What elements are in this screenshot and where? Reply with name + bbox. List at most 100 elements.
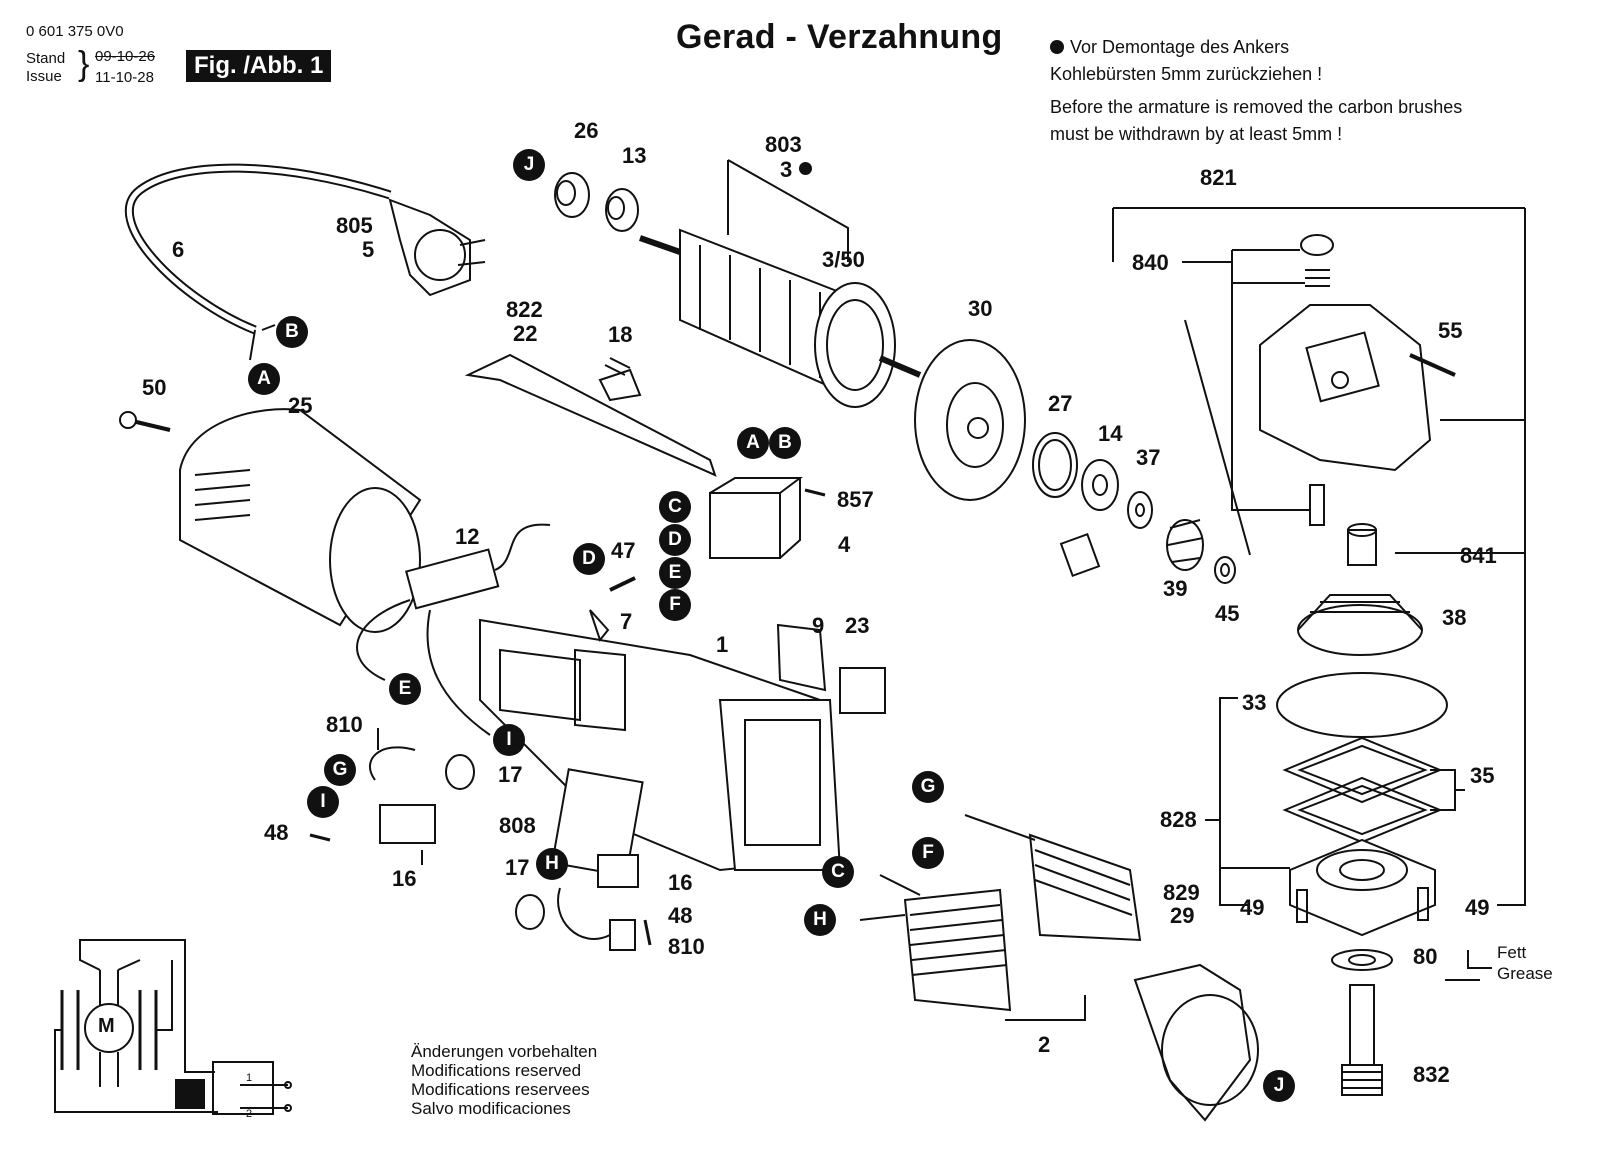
- bearing-drawing: [554, 172, 639, 232]
- part-label-26: 26: [574, 118, 599, 143]
- part-label-22: 22: [513, 321, 538, 346]
- part-label-25: 25: [288, 393, 313, 418]
- connector-marker-c-switch: C: [659, 491, 691, 523]
- connector-marker-i-brush: I: [307, 786, 339, 818]
- part-label-7: 7: [620, 609, 633, 634]
- issue-label: Issue: [26, 68, 62, 85]
- connector-marker-c-coil: C: [822, 856, 854, 888]
- part-label-857: 857: [837, 487, 874, 512]
- bearing-flange-drawing: [1289, 838, 1436, 971]
- part-label-48-right: 48: [668, 903, 693, 928]
- connector-marker-j-top: J: [513, 149, 545, 181]
- part-label-27: 27: [1048, 391, 1073, 416]
- part-label-47: 47: [611, 538, 636, 563]
- removal-notice: Vor Demontage des Ankers Kohlebürsten 5m…: [1050, 34, 1462, 148]
- part-label-822: 822: [506, 297, 543, 322]
- main-housing-drawing: [479, 618, 842, 872]
- connector-marker-g-brush: G: [324, 754, 356, 786]
- small-parts-drawing: [356, 353, 886, 878]
- part-label-37: 37: [1136, 445, 1161, 470]
- part-label-16-left: 16: [392, 866, 417, 891]
- issue-date: 11-10-28: [95, 69, 154, 86]
- part-label-1: 1: [716, 632, 729, 657]
- washers-drawing: [1032, 432, 1153, 578]
- part-label-840: 840: [1132, 250, 1169, 275]
- wiring-schematic-drawing: [54, 939, 292, 1115]
- gear-head-housing-drawing: [1259, 234, 1456, 526]
- part-label-18: 18: [608, 322, 633, 347]
- modifications-en: Modifications reserved: [411, 1061, 582, 1080]
- guard-drawing: [1133, 963, 1259, 1122]
- part-label-5: 5: [362, 237, 375, 262]
- stand-label: Stand: [26, 50, 66, 67]
- grease-en: Grease: [1497, 964, 1553, 983]
- connector-marker-f-switch: F: [659, 589, 691, 621]
- pinion-drawing: [1166, 319, 1251, 584]
- connector-marker-j-guard: J: [1263, 1070, 1295, 1102]
- notice-bullet-icon: [1050, 40, 1064, 54]
- part-label-38: 38: [1442, 605, 1467, 630]
- part-label-2: 2: [1038, 1032, 1051, 1057]
- part-label-50: 50: [142, 375, 167, 400]
- gasket-drawing: [1276, 672, 1448, 844]
- connector-marker-a-switch: A: [737, 427, 769, 459]
- part-label-45: 45: [1215, 601, 1240, 626]
- connector-marker-i-capacitor: I: [493, 724, 525, 756]
- page-title: Gerad - Verzahnung: [676, 18, 1003, 56]
- figure-badge: Fig. /Abb. 1: [186, 50, 332, 82]
- part-label-810-bottom: 810: [668, 934, 705, 959]
- part-label-29: 29: [1170, 903, 1195, 928]
- connector-marker-d-capacitor: D: [573, 543, 605, 575]
- leader-brackets: [377, 159, 1526, 1021]
- connector-marker-d-switch: D: [659, 524, 691, 556]
- part-label-49-left: 49: [1240, 895, 1265, 920]
- bevel-gear-drawing: [1297, 523, 1423, 656]
- part-label-828: 828: [1160, 807, 1197, 832]
- date-brace: }: [78, 45, 90, 83]
- power-cord-drawing: [124, 163, 486, 361]
- grease-de: Fett: [1497, 943, 1527, 962]
- armature-drawing: [639, 228, 922, 408]
- connector-marker-f-coil: F: [912, 837, 944, 869]
- switch-contact-2: 2: [246, 1108, 253, 1120]
- part-label-4: 4: [838, 532, 851, 557]
- part-label-80: 80: [1413, 944, 1438, 969]
- part-label-17-left: 17: [498, 762, 523, 787]
- modifications-fr: Modifications reservees: [411, 1080, 590, 1099]
- part-label-6: 6: [172, 237, 185, 262]
- part-label-803: 803: [765, 132, 802, 157]
- field-coil-drawing: [859, 814, 1142, 1012]
- part-label-23: 23: [845, 613, 870, 638]
- connector-marker-b-cord: B: [276, 316, 308, 348]
- part-label-821: 821: [1200, 165, 1237, 190]
- part-label-12: 12: [455, 524, 480, 549]
- notice-de-line2: Kohlebürsten 5mm zurückziehen !: [1050, 64, 1323, 84]
- part-label-14: 14: [1098, 421, 1123, 446]
- grease-note: Fett Grease: [1497, 942, 1553, 984]
- part-label-829: 829: [1163, 880, 1200, 905]
- part-label-810-top: 810: [326, 712, 363, 737]
- connector-marker-h-coil: H: [804, 904, 836, 936]
- part-label-35: 35: [1470, 763, 1495, 788]
- switch-contact-1: 1: [246, 1072, 253, 1084]
- modifications-es: Salvo modificaciones: [411, 1099, 571, 1118]
- connector-marker-e-switch: E: [659, 557, 691, 589]
- motor-symbol-label: M: [98, 1015, 115, 1037]
- modifications-de: Änderungen vorbehalten: [411, 1042, 598, 1061]
- motor-housing-drawing: [119, 408, 422, 633]
- connector-marker-a-cord: A: [248, 363, 280, 395]
- part-label-33: 33: [1242, 690, 1267, 715]
- spindle-drawing: [1341, 984, 1383, 1096]
- connector-marker-h-brush: H: [536, 848, 568, 880]
- part-label-48-left: 48: [264, 820, 289, 845]
- part-label-808: 808: [499, 813, 536, 838]
- part-label-16-right: 16: [668, 870, 693, 895]
- connector-marker-e-capacitor: E: [389, 673, 421, 705]
- brush-holders-drawing: [309, 746, 652, 951]
- notice-en-line2: must be withdrawn by at least 5mm !: [1050, 124, 1343, 144]
- connector-marker-g-coil: G: [912, 771, 944, 803]
- part-label-3-50: 3/50: [822, 247, 865, 272]
- part-code: 0 601 375 0V0: [26, 23, 124, 40]
- part-label-841: 841: [1460, 543, 1497, 568]
